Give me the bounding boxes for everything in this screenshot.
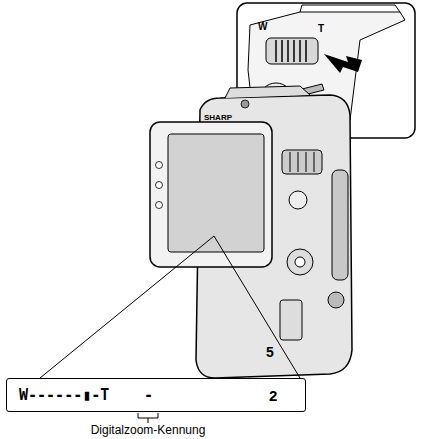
speaker bbox=[328, 292, 344, 308]
joystick bbox=[287, 249, 313, 275]
wide-mark: W bbox=[258, 22, 267, 32]
lcd-screen bbox=[168, 134, 264, 252]
callout-number: 5 bbox=[266, 345, 274, 359]
button bbox=[156, 162, 163, 169]
readout-box: W------▮-T - 2 bbox=[6, 378, 306, 412]
button bbox=[156, 182, 163, 189]
bracket bbox=[138, 413, 158, 423]
indicator-label: Digitalzoom-Kennung bbox=[91, 424, 206, 436]
callout-line bbox=[40, 236, 300, 378]
dial bbox=[289, 191, 307, 209]
joystick-center bbox=[295, 257, 305, 267]
direction-arrow bbox=[324, 54, 362, 73]
button bbox=[156, 202, 163, 209]
top-shoe bbox=[225, 86, 310, 98]
lever-ridges bbox=[276, 40, 306, 62]
side-lever bbox=[282, 150, 322, 174]
digital-zoom-indicator: - bbox=[144, 388, 153, 403]
tele-mark: T bbox=[318, 24, 324, 34]
grip-strap bbox=[332, 170, 348, 280]
shoe-outline bbox=[300, 5, 400, 12]
zoom-lever bbox=[266, 38, 318, 64]
card-slot bbox=[280, 300, 302, 340]
lcd-panel bbox=[150, 122, 272, 267]
top-button bbox=[241, 100, 249, 108]
zoom-bar: W------▮-T bbox=[19, 388, 109, 403]
brand-name: SHARP bbox=[204, 114, 232, 122]
zoom-factor: 2 bbox=[269, 388, 277, 403]
lever-ridges bbox=[290, 152, 314, 172]
